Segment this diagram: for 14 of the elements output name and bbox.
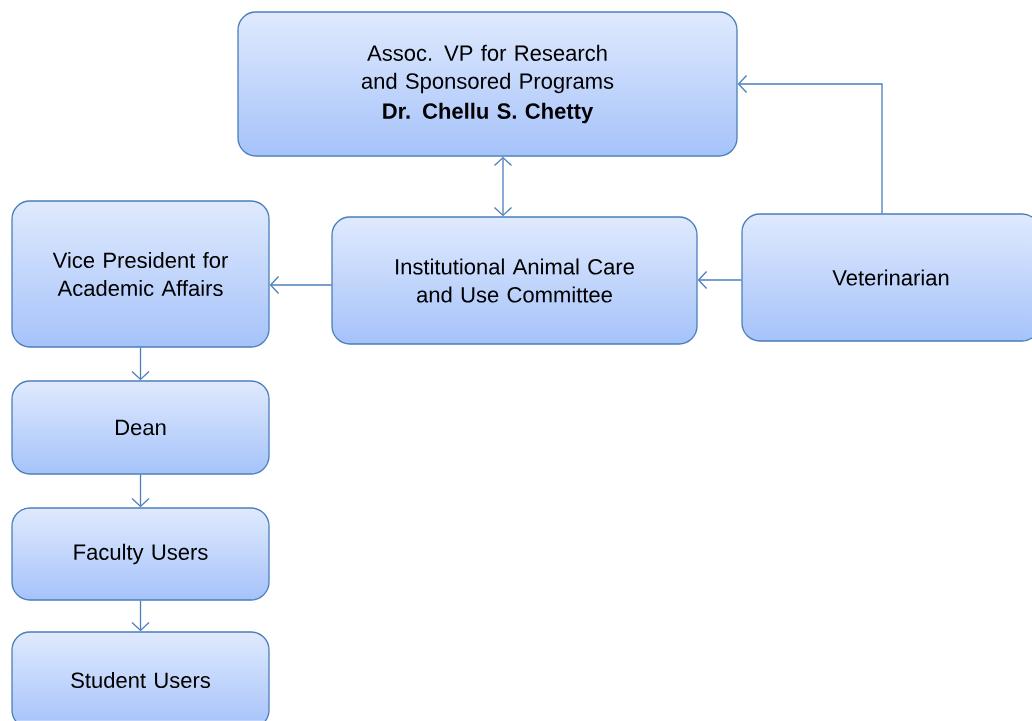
org-box: Dean <box>11 380 270 475</box>
org-box: Faculty Users <box>11 507 270 601</box>
arrow <box>131 347 150 381</box>
arrow <box>737 74 883 214</box>
org-box: Institutional Animal Care and Use Committee <box>331 216 698 345</box>
arrow <box>269 275 332 295</box>
org-box: Student Users <box>11 631 270 721</box>
arrow <box>131 474 150 508</box>
arrow <box>131 600 150 632</box>
org-box: Veterinarian <box>741 213 1032 342</box>
org-box: Assoc. VP for Research and Sponsored Programs Dr. Chellu S. Chetty <box>237 11 738 157</box>
arrow <box>697 270 742 290</box>
org-box: Vice President for Academic Affairs <box>11 200 270 348</box>
arrow <box>493 156 513 217</box>
